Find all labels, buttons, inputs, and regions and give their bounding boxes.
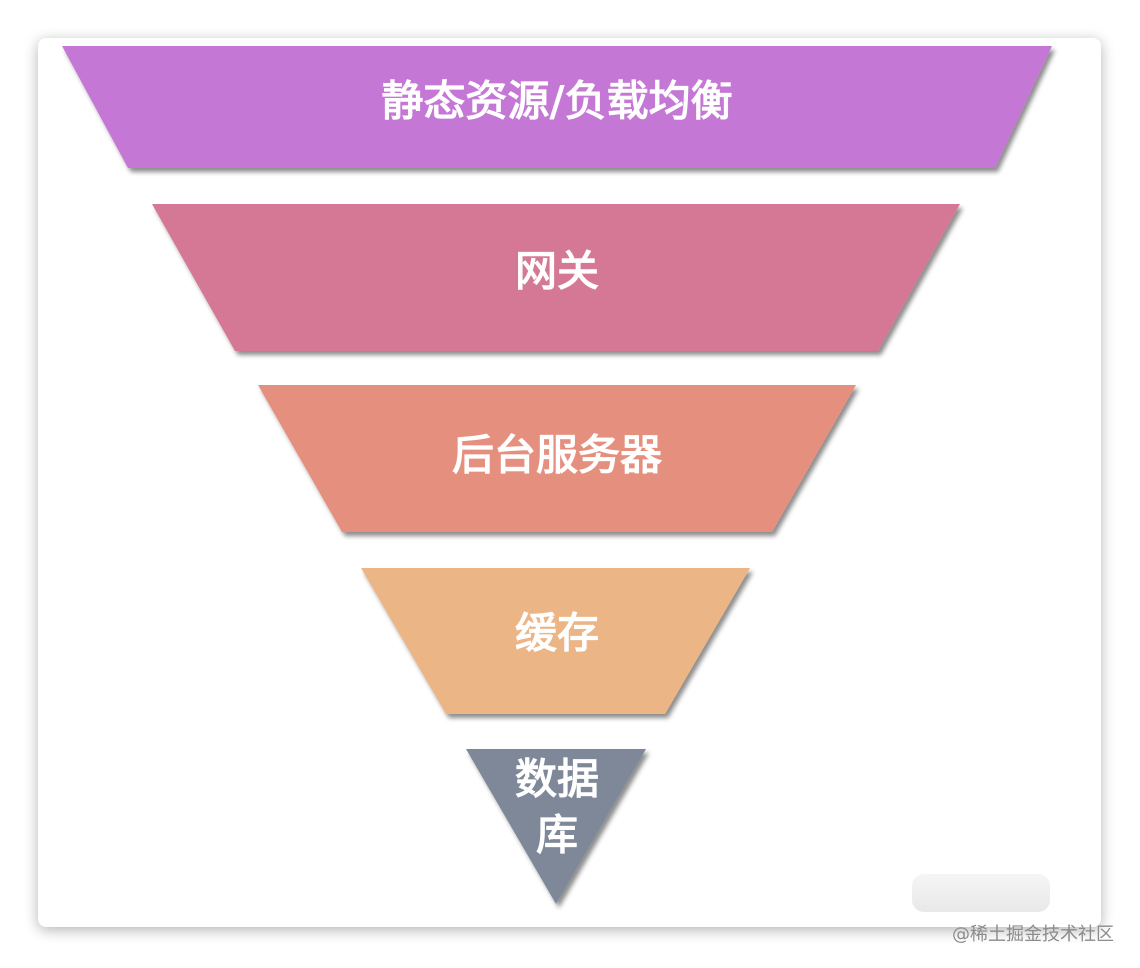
watermark-text: @稀土掘金技术社区 [952, 924, 1114, 945]
funnel-layer-3-label: 后台服务器 [452, 431, 663, 480]
funnel-layer-5: 数据 库 [466, 749, 646, 904]
faded-badge [912, 874, 1050, 912]
funnel-layer-1-shape [62, 46, 1052, 168]
funnel-layer-4-shape [361, 568, 750, 714]
funnel-layer-5-shape [466, 749, 646, 904]
funnel-layer-2-label: 网关 [515, 247, 599, 296]
funnel-layer-5-label-line-2: 库 [536, 811, 578, 860]
funnel-layer-3: 后台服务器 [258, 385, 856, 532]
funnel-layer-1-label: 静态资源/负载均衡 [381, 77, 732, 126]
funnel-layer-2: 网关 [152, 204, 960, 351]
funnel-layer-2-shape [152, 204, 960, 351]
funnel-layer-5-label-line-1: 数据 [515, 755, 599, 804]
funnel-layer-3-shape [258, 385, 856, 532]
funnel-layer-4-label: 缓存 [515, 609, 599, 658]
funnel-layer-1: 静态资源/负载均衡 [62, 46, 1052, 168]
funnel-layer-4: 缓存 [361, 568, 750, 714]
